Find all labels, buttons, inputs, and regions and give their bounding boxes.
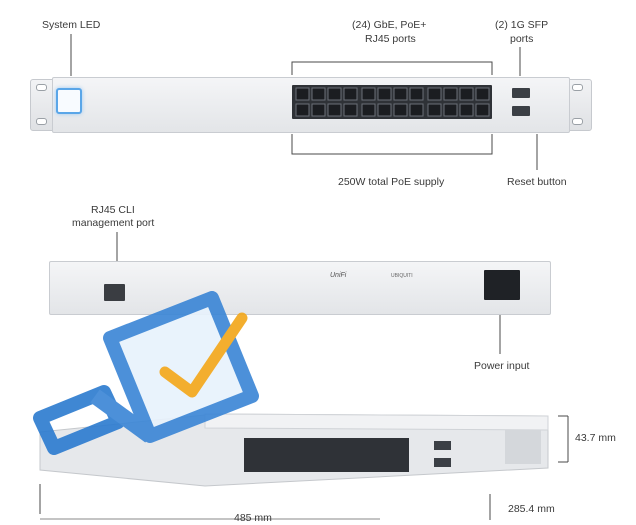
rear-brand: UBIQUITI [391, 273, 413, 279]
led-icon [56, 88, 82, 114]
gbe-ports-label-2: RJ45 ports [365, 33, 416, 45]
rear-panel [49, 261, 551, 315]
rj45-port-opening [459, 103, 474, 117]
rj45-port-opening [361, 87, 376, 101]
rj45-port-opening [393, 87, 408, 101]
power-input-label: Power input [474, 360, 530, 372]
rj45-port-opening [409, 87, 424, 101]
cli-port-label-1: RJ45 CLI [91, 204, 135, 216]
mount-hole [36, 84, 47, 91]
system-led-label: System LED [42, 19, 101, 31]
rj45-port-opening [361, 103, 376, 117]
sfp-ports-label-2: ports [510, 33, 534, 45]
sfp-ports-label-1: (2) 1G SFP [495, 19, 549, 31]
width-label: 485 mm [234, 512, 272, 524]
rj45-port-opening [327, 103, 342, 117]
rj45-port-opening [443, 87, 458, 101]
reset-button-label: Reset button [507, 176, 567, 188]
rj45-port-opening [295, 103, 310, 117]
rj45-port-opening [427, 87, 442, 101]
rj45-port-opening [327, 87, 342, 101]
rj45-port-opening [393, 103, 408, 117]
rj45-port-opening [343, 103, 358, 117]
rear-logo: UniFi [330, 272, 347, 279]
rj45-port-opening [295, 87, 310, 101]
rj45-port-opening [475, 103, 490, 117]
rj45-port-opening [377, 103, 392, 117]
sfp-port-icon [512, 88, 530, 98]
mount-hole [572, 118, 583, 125]
rj45-port-opening [459, 87, 474, 101]
rj45-port-icon [104, 284, 125, 301]
cli-port-label-2: management port [72, 217, 155, 229]
mount-hole [36, 118, 47, 125]
rj45-port-opening [443, 103, 458, 117]
rj45-port-opening [377, 87, 392, 101]
rj45-port-opening [311, 103, 326, 117]
poe-supply-label: 250W total PoE supply [338, 176, 445, 188]
rj45-port-opening [409, 103, 424, 117]
mount-hole [572, 84, 583, 91]
rj45-port-opening [343, 87, 358, 101]
height-label: 43.7 mm [575, 432, 616, 444]
rj45-port-opening [311, 87, 326, 101]
sfp-port-icon [512, 106, 530, 116]
rj45-port-opening [475, 87, 490, 101]
power-socket-icon [484, 270, 520, 300]
depth-label: 285.4 mm [508, 503, 555, 515]
gbe-ports-label-1: (24) GbE, PoE+ [352, 19, 427, 31]
rj45-port-opening [427, 103, 442, 117]
